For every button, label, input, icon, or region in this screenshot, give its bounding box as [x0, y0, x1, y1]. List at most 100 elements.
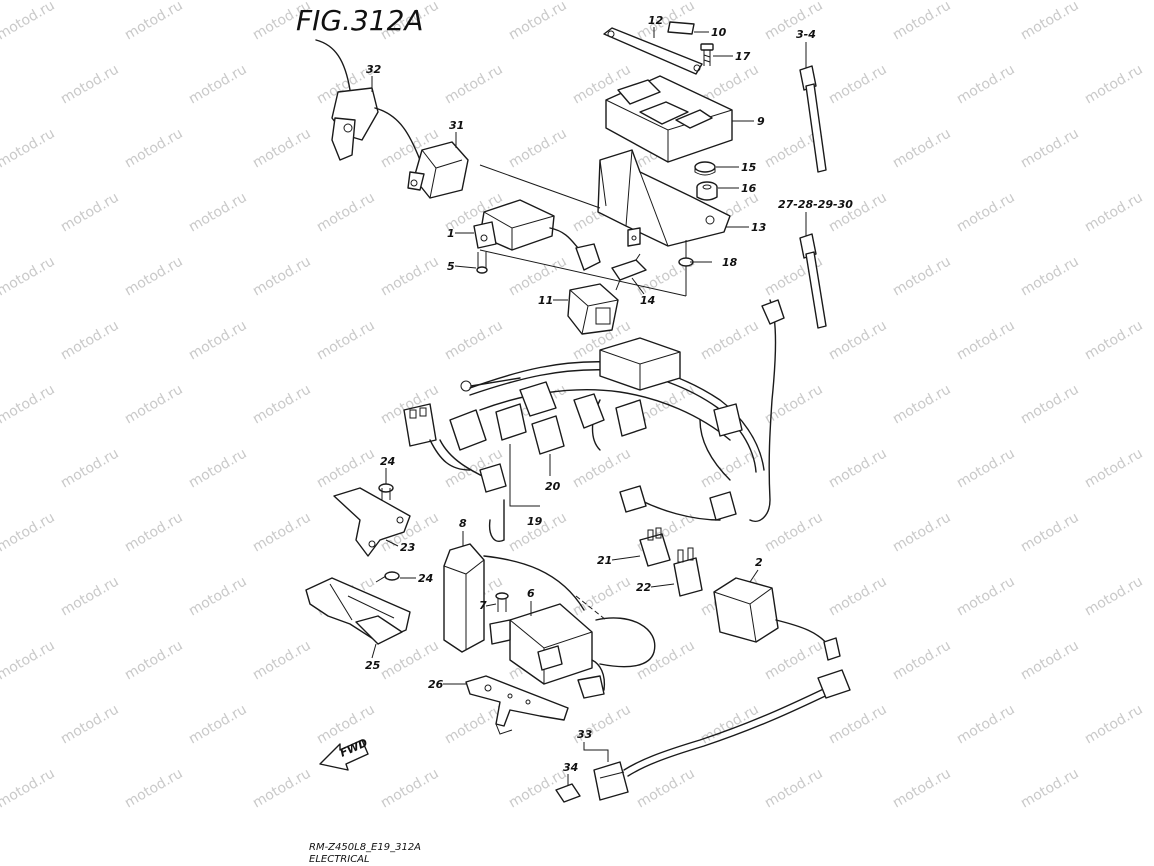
- callout-24-upper: 24: [380, 455, 395, 484]
- watermark-text: motod.ru: [890, 125, 954, 171]
- svg-text:31: 31: [449, 119, 464, 132]
- watermark-text: motod.ru: [506, 253, 570, 299]
- part-5-bolt: [476, 252, 488, 274]
- callout-24-lower: 24: [400, 572, 433, 585]
- watermark-text: motod.ru: [826, 61, 890, 107]
- callout-16: 16: [718, 182, 757, 195]
- watermark-text: motod.ru: [1018, 253, 1082, 299]
- watermark-text: motod.ru: [250, 381, 314, 427]
- watermark-text: motod.ru: [890, 381, 954, 427]
- watermark-text: motod.ru: [58, 317, 122, 363]
- watermark-text: motod.ru: [506, 0, 570, 43]
- watermark-text: motod.ru: [826, 317, 890, 363]
- callout-14: 14: [631, 277, 655, 307]
- watermark-text: motod.ru: [58, 189, 122, 235]
- watermark-text: motod.ru: [186, 61, 250, 107]
- watermark-text: motod.ru: [0, 765, 58, 811]
- footer-code: RM-Z450L8_E19_312A: [309, 842, 422, 853]
- svg-text:16: 16: [741, 182, 757, 195]
- svg-text:34: 34: [563, 761, 578, 774]
- watermark-text: motod.ru: [954, 573, 1018, 619]
- svg-text:8: 8: [459, 517, 467, 530]
- watermark-text: motod.ru: [1082, 445, 1146, 491]
- watermark-text: motod.ru: [954, 61, 1018, 107]
- part-14-clip: [611, 253, 647, 291]
- watermark-text: motod.ru: [826, 701, 890, 747]
- watermark-text: motod.ru: [826, 445, 890, 491]
- svg-text:20: 20: [545, 480, 561, 493]
- part-23-bracket: [333, 487, 411, 557]
- watermark-text: motod.ru: [890, 637, 954, 683]
- watermark-text: motod.ru: [58, 701, 122, 747]
- watermark-text: motod.ru: [58, 61, 122, 107]
- watermark-text: motod.ru: [762, 637, 826, 683]
- watermark-text: motod.ru: [314, 317, 378, 363]
- watermark-text: motod.ru: [762, 509, 826, 555]
- part-17-screw: [700, 43, 714, 66]
- watermark-text: motod.ru: [634, 637, 698, 683]
- watermark-text: motod.ru: [1018, 125, 1082, 171]
- part-13-bracket: [597, 149, 731, 247]
- callout-13: 13: [726, 221, 767, 234]
- watermark-text: motod.ru: [634, 765, 698, 811]
- callout-20: 20: [545, 454, 561, 493]
- watermark-text: motod.ru: [0, 509, 58, 555]
- watermark-text: motod.ru: [890, 509, 954, 555]
- watermark-text: motod.ru: [186, 573, 250, 619]
- callout-12: 12: [648, 14, 664, 38]
- callout-3-4: 3-4: [796, 28, 816, 68]
- watermark-text: motod.ru: [58, 573, 122, 619]
- figure-title: FIG.312A: [296, 4, 424, 37]
- watermark-text: motod.ru: [122, 765, 186, 811]
- watermark-text: motod.ru: [826, 189, 890, 235]
- part-33-sub-harness: [593, 669, 851, 801]
- watermark-text: motod.ru: [954, 445, 1018, 491]
- part-21-fuse-holder: [639, 527, 671, 567]
- watermark-text: motod.ru: [1082, 189, 1146, 235]
- svg-text:26: 26: [428, 678, 444, 691]
- svg-text:13: 13: [751, 221, 767, 234]
- watermark-text: motod.ru: [314, 701, 378, 747]
- callout-9: 9: [732, 115, 765, 128]
- part-left-connector: [403, 403, 471, 471]
- callout-33: 33: [577, 728, 609, 762]
- svg-text:10: 10: [711, 26, 727, 39]
- callout-15: 15: [716, 161, 757, 174]
- watermark-text: motod.ru: [1018, 0, 1082, 43]
- callout-5: 5: [447, 260, 477, 273]
- callout-11: 11: [538, 294, 568, 307]
- callout-25: 25: [365, 643, 381, 672]
- watermark-text: motod.ru: [954, 317, 1018, 363]
- part-18-screw: [678, 257, 712, 267]
- svg-text:19: 19: [527, 515, 543, 528]
- watermark-text: motod.ru: [442, 317, 506, 363]
- part-27-30-clamp: [799, 233, 827, 329]
- part-32-sensor: [315, 39, 421, 161]
- part-25-bracket: [305, 577, 411, 645]
- watermark-text: motod.ru: [122, 0, 186, 43]
- svg-text:2: 2: [755, 556, 763, 569]
- watermark-text: motod.ru: [186, 701, 250, 747]
- watermark-text: motod.ru: [122, 381, 186, 427]
- watermark-text: motod.ru: [890, 765, 954, 811]
- watermark-text: motod.ru: [250, 637, 314, 683]
- watermark-text: motod.ru: [314, 445, 378, 491]
- svg-text:18: 18: [722, 256, 738, 269]
- watermark-text: motod.ru: [954, 701, 1018, 747]
- watermark-text: motod.ru: [826, 573, 890, 619]
- watermark-text: motod.ru: [570, 445, 634, 491]
- watermark-text: motod.ru: [1018, 509, 1082, 555]
- watermark-text: motod.ru: [0, 125, 58, 171]
- watermark-text: motod.ru: [1082, 573, 1146, 619]
- part-15-cap: [694, 161, 716, 176]
- callout-18: 18: [722, 256, 738, 269]
- watermark-text: motod.ru: [122, 637, 186, 683]
- main-wiring-harness: [439, 299, 785, 542]
- watermark-text: motod.ru: [122, 125, 186, 171]
- watermark-text: motod.ru: [1018, 637, 1082, 683]
- svg-text:25: 25: [365, 659, 381, 672]
- watermark-text: motod.ru: [0, 0, 58, 43]
- callout-10: 10: [694, 26, 727, 39]
